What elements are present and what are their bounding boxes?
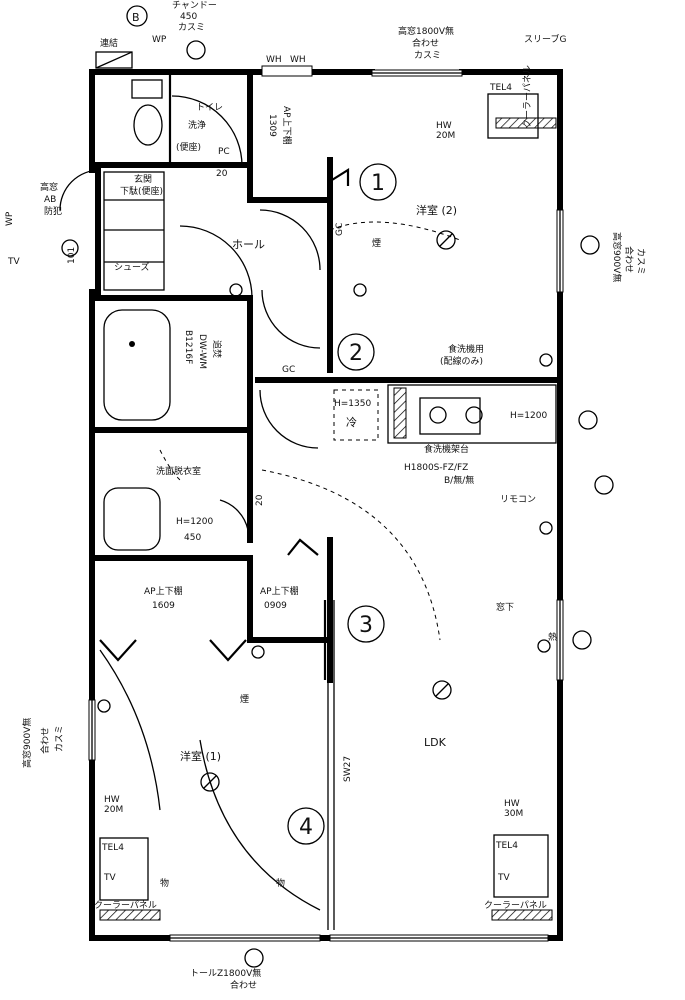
ap1609-line2: 1609 — [152, 601, 175, 611]
dishwasher-base-label: 食洗機架台 — [424, 443, 469, 455]
pc-label: PC — [218, 147, 230, 157]
bath-spec-line1: B1216F — [183, 330, 193, 364]
window-left-top-2: AB — [44, 195, 56, 205]
washroom-label: 洗面脱衣室 — [156, 465, 201, 477]
window-top-line2: 合わせ — [412, 37, 439, 49]
labels: B 連結 WP チャンドー 450 カスミ WH WH 高窓1800V無 合わせ… — [5, 0, 646, 991]
tv-outlet-left-label: TV — [103, 873, 116, 883]
hw-right-label: HW — [504, 799, 520, 809]
val450-label: 450 — [184, 533, 201, 543]
wp-left-label: WP — [5, 211, 15, 226]
room-number-4: 4 — [299, 815, 313, 840]
tv-left-label: TV — [7, 257, 20, 267]
ap0909-line2: 0909 — [264, 601, 287, 611]
hw-top-sub: 20M — [436, 131, 455, 141]
youshitsu2-label: 洋室 (2) — [416, 203, 457, 217]
sleeve-label: スリーブG — [524, 33, 566, 45]
tv-outlet-right-label: TV — [497, 873, 510, 883]
washlet-label: 洗浄 — [188, 119, 206, 131]
ap1309-line1: AP上下棚 — [281, 106, 293, 145]
sliding-wall-sw27 — [323, 600, 335, 930]
kitchen-line2: B/無/無 — [444, 474, 474, 486]
entrance-sub-label: 下駄(便座) — [120, 185, 163, 197]
shoe-label: シューズ — [114, 261, 150, 273]
kemuri-room1-label: 煙 — [240, 694, 249, 705]
bath-spec-line2: DW-WM — [197, 334, 207, 369]
washlet-sub-label: (便座) — [176, 141, 201, 153]
hw-left-sub: 20M — [104, 805, 123, 815]
hw-right-sub: 30M — [504, 809, 523, 819]
window-top-line1: 高窓1800V無 — [398, 25, 454, 37]
window-bottom-line2: 合わせ — [230, 979, 257, 991]
parking-b-label: B — [132, 11, 140, 24]
window-left-line2: 合わせ — [39, 727, 51, 754]
val20b-label: 20 — [255, 494, 265, 506]
window-right-line1: 高窓900V無 — [611, 232, 623, 282]
val20a-label: 20 — [216, 169, 228, 179]
wh-label-1: WH — [266, 55, 282, 65]
room-number-3: 3 — [359, 613, 373, 638]
h1350-label: H=1350 — [334, 399, 371, 409]
gc1-label: GC — [335, 223, 345, 236]
exterior-symbols — [61, 5, 614, 968]
tel-left-label: TEL4 — [101, 843, 124, 853]
h1200a-label: H=1200 — [510, 411, 547, 421]
wh-label-2: WH — [290, 55, 306, 65]
netsu-ldk-label: 熱 — [548, 631, 557, 643]
entrance-label: 玄関 — [134, 173, 152, 185]
cooler-top-label: クーラーパネル — [522, 65, 533, 128]
door-swings — [59, 95, 461, 911]
room-number-markers: 1 2 3 4 — [287, 163, 397, 845]
window-left-top-1: 高窓 — [40, 181, 58, 193]
youshitsu1-label: 洋室 (1) — [180, 749, 221, 763]
rennei-label: 連結 — [100, 37, 118, 49]
windows — [88, 65, 564, 942]
window-bottom-line1: トールZ1800V無 — [190, 967, 261, 979]
tv-num-label: 101 — [67, 247, 77, 264]
window-top-line3: カスミ — [414, 50, 441, 61]
ceiling-lights — [97, 230, 553, 792]
toilet-label: トイレ — [196, 103, 223, 113]
bath-spec-line3: 追焚 — [211, 340, 223, 358]
cooler-left-label: クーラーパネル — [94, 900, 157, 911]
tel-top-label: TEL4 — [489, 83, 512, 93]
window-left-line1: 高窓900V無 — [21, 718, 33, 768]
hw-top-label: HW — [436, 121, 452, 131]
interior-walls — [89, 69, 563, 683]
ap1609-line1: AP上下棚 — [144, 585, 183, 597]
window-right-line3: カスミ — [635, 248, 646, 275]
dishwasher-line2: (配線のみ) — [440, 355, 483, 367]
room-number-2: 2 — [349, 341, 363, 366]
mono-left-label: 物 — [160, 877, 169, 889]
wp-label: WP — [152, 35, 167, 45]
cooler-right-label: クーラーパネル — [484, 900, 547, 911]
dishwasher-line1: 食洗機用 — [448, 343, 484, 355]
window-right-line2: 合わせ — [623, 246, 635, 273]
kemuri-room2-label: 煙 — [372, 238, 381, 249]
fridge-label: 冷 — [346, 416, 357, 429]
ldk-label: LDK — [424, 736, 447, 749]
ap0909-line1: AP上下棚 — [260, 585, 299, 597]
remocon-label: リモコン — [500, 495, 536, 505]
mono-center-label: 物 — [276, 877, 285, 889]
window-left-line3: カスミ — [54, 725, 65, 752]
cable-line2: 450 — [180, 12, 197, 22]
window-left-top-3: 防犯 — [44, 205, 62, 217]
cable-line3: カスミ — [178, 22, 205, 33]
cable-line1: チャンドー — [172, 0, 217, 11]
ap1309-line2: 1309 — [267, 114, 277, 137]
hall-label: ホール — [232, 238, 265, 251]
tel-right-label: TEL4 — [495, 841, 518, 851]
h1200b-label: H=1200 — [176, 517, 213, 527]
room-number-1: 1 — [371, 171, 385, 196]
okashita-label: 窓下 — [496, 601, 514, 613]
kitchen-line1: H1800S-FZ/FZ — [404, 463, 468, 473]
fixtures — [99, 79, 557, 921]
outer-walls — [89, 69, 563, 941]
gc2-label: GC — [282, 365, 295, 375]
hw-left-label: HW — [104, 795, 120, 805]
sw27-label: SW27 — [343, 756, 353, 782]
